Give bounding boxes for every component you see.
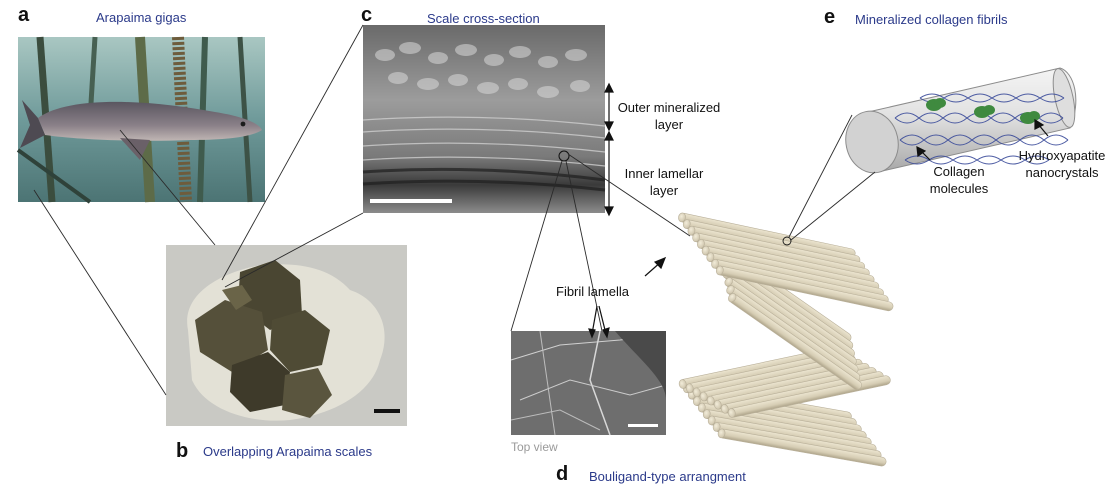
hydroxyapatite-label: Hydroxyapatite nanocrystals (1012, 147, 1112, 181)
fibril-rod-end (678, 212, 686, 223)
fibril-rod-end (706, 395, 715, 406)
fibril-rod-end (727, 408, 736, 418)
fibril-rod-end (720, 404, 729, 414)
collagen-label: Collagen molecules (914, 163, 1004, 197)
fibril-rod-end (715, 265, 724, 276)
fibril-rod-end (726, 285, 735, 295)
fibril-rod-end (678, 379, 687, 389)
panel-caption-c: Scale cross-section (427, 11, 540, 26)
fibril-rod-end (702, 409, 711, 419)
collagen-fibril-cylinder (845, 67, 1077, 174)
scale-bar (370, 199, 452, 203)
fibril-rod-end (728, 293, 737, 303)
collagen-label-line1: Collagen (933, 164, 985, 179)
fibril-rod-end (692, 387, 701, 398)
fibril-rod-end (713, 399, 722, 410)
fibril-lamella-layer (678, 212, 894, 312)
outer-layer-label: Outer mineralized layer (614, 99, 724, 133)
fibril-rod-end (711, 259, 719, 269)
fibril-rod-end (682, 219, 691, 229)
hydroxyapatite-label-line1: Hydroxyapatite (1018, 148, 1106, 163)
connector-lines (33, 24, 876, 396)
inner-layer-label-line2: layer (649, 183, 679, 198)
fibril-rod-end (717, 428, 726, 439)
panel-letter-b: b (176, 440, 189, 462)
outer-layer-label-line1: Outer mineralized (617, 100, 721, 115)
inner-layer-label-line1: Inner lamellar (624, 166, 704, 181)
top-view-label: Top view (511, 440, 558, 454)
panel-letter-c: c (361, 4, 373, 26)
layer-brackets (604, 82, 614, 217)
fish-photo (16, 36, 265, 204)
fibril-rod-end (692, 232, 701, 243)
fibril-rod-end (707, 415, 716, 426)
annotation-arrows (588, 118, 1049, 339)
panel-letter-a: a (18, 4, 30, 26)
fibril-rod-end (699, 391, 708, 402)
scales-photo (166, 245, 407, 426)
panel-caption-e: Mineralized collagen fibrils (855, 12, 1008, 27)
panel-letter-e: e (824, 6, 836, 28)
fibril-rod-end (724, 277, 733, 287)
hydroxyapatite-label-line2: nanocrystals (1025, 165, 1099, 180)
sem-cross-section (362, 25, 606, 213)
scale-bar (374, 409, 400, 413)
sem-top-view (510, 330, 667, 436)
fibril-lamella-layer (678, 346, 891, 418)
fibril-rod-end (701, 245, 710, 256)
outer-layer-label-line2: layer (654, 117, 684, 132)
scale-bar (628, 424, 658, 427)
fibril-rod-end (687, 225, 696, 236)
fibril-rod-end (697, 402, 706, 413)
panel-caption-d: Bouligand-type arrangment (589, 469, 746, 484)
fibril-rod-end (706, 252, 715, 262)
fibril-rod-end (712, 422, 721, 432)
panel-caption-b: Overlapping Arapaima scales (203, 444, 373, 459)
panel-caption-a: Arapaima gigas (96, 10, 187, 25)
panel-letter-d: d (556, 463, 569, 485)
fibril-rod-end (697, 239, 705, 249)
bouligand-stack (678, 212, 894, 467)
inner-layer-label: Inner lamellar layer (614, 165, 714, 199)
fibril-lamella-label: Fibril lamella (556, 284, 629, 299)
fibril-rod-end (685, 383, 694, 393)
collagen-label-line2: molecules (929, 181, 989, 196)
